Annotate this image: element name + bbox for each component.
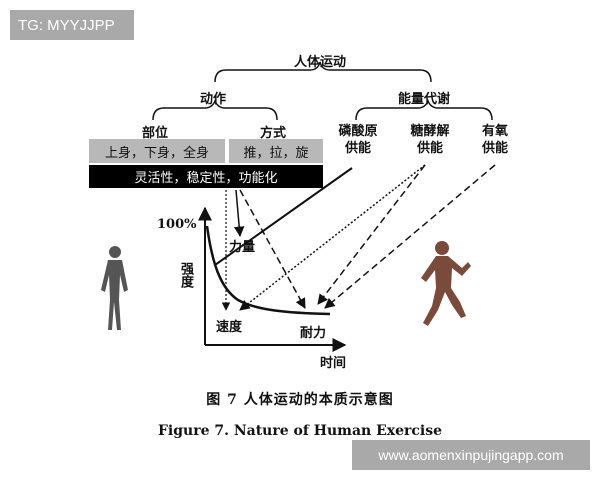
atp-line [214,167,353,266]
mode-label: 方式 [260,126,287,141]
arrow-mode-to-endurance [239,189,306,309]
speed-label: 速度 [216,320,243,335]
energy-system-atp: 磷酸原 供能 [330,123,386,157]
modes-box: 推，拉，旋 [229,139,323,163]
y-max-label: 100% [157,217,197,232]
energy-system-atp-supply: 供能 [344,141,371,156]
energy-system-aerobic-supply: 供能 [481,141,508,156]
caption-chinese: 图 7 人体运动的本质示意图 [206,392,394,408]
glycolytic-line-2 [317,164,426,305]
y-axis-label: 强度 [178,262,193,288]
qualities-box: 灵活性，稳定性，功能化 [89,165,323,188]
energy-system-atp-name: 磷酸原 [338,124,378,139]
energy-system-glycolytic-name: 糖酵解 [410,124,450,139]
energy-system-aerobic: 有氧 供能 [471,123,519,157]
action-brace [152,99,278,121]
endurance-label: 耐力 [300,326,327,341]
root-brace [214,61,432,83]
arrow-mode-to-force [233,189,245,238]
standing-figure [101,246,128,330]
intensity-curve [205,225,331,316]
watermark-overlay: www.aomenxinpujingapp.com [352,440,590,470]
energy-system-glycolytic: 糖酵解 供能 [402,123,458,157]
tag-overlay: TG: MYYJJPP [10,10,134,40]
force-label: 力量 [229,240,256,255]
root-label: 人体运动 [294,55,347,70]
x-axis-label: 时间 [320,356,347,371]
aerobic-line [324,164,496,309]
energy-system-glycolytic-supply: 供能 [416,141,443,156]
glycolytic-line [239,164,426,311]
caption-english: Figure 7. Nature of Human Exercise [157,423,443,439]
running-figure [421,241,471,326]
energy-label: 能量代谢 [398,92,451,107]
energy-system-aerobic-name: 有氧 [481,124,508,139]
parts-box: 上身，下身，全身 [89,139,225,163]
energy-brace [355,99,493,121]
part-label: 部位 [142,126,169,141]
action-label: 动作 [200,92,227,107]
